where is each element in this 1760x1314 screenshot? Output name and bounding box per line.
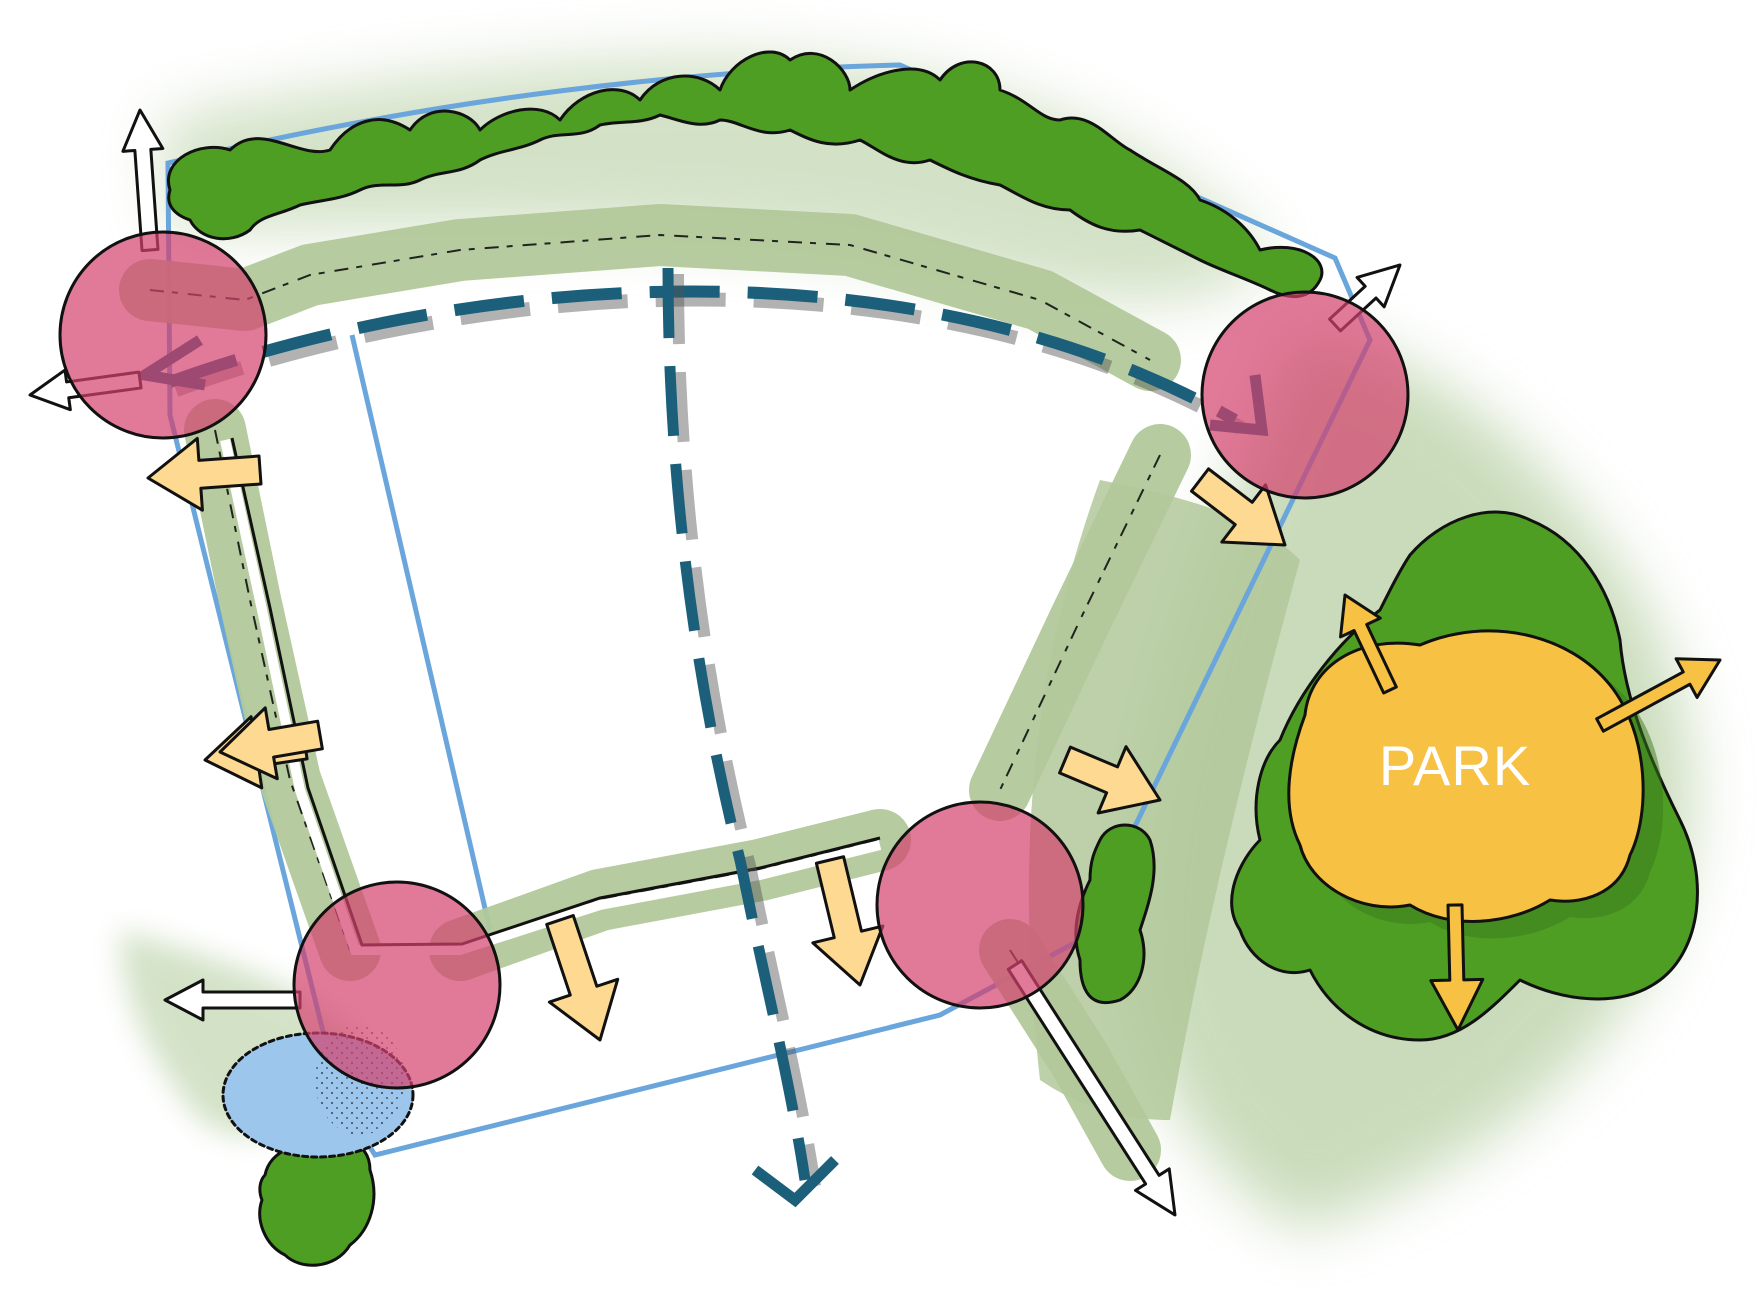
node-northeast bbox=[1200, 290, 1410, 500]
tree-icon-southwest bbox=[258, 1140, 376, 1267]
park-area bbox=[1287, 629, 1645, 923]
tree-icon-southeast bbox=[1074, 823, 1156, 1005]
frontage-arrow bbox=[218, 706, 324, 781]
path-arrowhead-south bbox=[751, 1156, 839, 1208]
frontage-arrows bbox=[146, 436, 1287, 1042]
central-path-shadow bbox=[672, 273, 821, 1187]
outward-arrow-southeast bbox=[1006, 959, 1177, 1217]
frontage-arrow bbox=[545, 914, 620, 1042]
frontage-arrow bbox=[1189, 467, 1287, 547]
pedestrian-path-icon bbox=[129, 267, 1269, 1208]
node-southeast bbox=[875, 800, 1085, 1010]
boundary-inner-line bbox=[349, 334, 493, 931]
north-path bbox=[167, 285, 1238, 426]
outward-arrow-southwest bbox=[163, 978, 302, 1022]
park-label: PARK bbox=[1379, 734, 1531, 797]
park-arrow-south bbox=[1429, 903, 1485, 1032]
central-path bbox=[662, 267, 811, 1181]
tree-canopy-icon bbox=[166, 50, 1324, 299]
frontage-arrow bbox=[1058, 745, 1162, 815]
park-arrows bbox=[1339, 593, 1722, 1032]
frontage-arrow bbox=[146, 436, 263, 512]
frontage-arrow bbox=[811, 855, 885, 987]
node-northwest bbox=[58, 230, 268, 440]
activity-nodes bbox=[58, 230, 1410, 1090]
park-arrow-northwest bbox=[1339, 593, 1398, 695]
park-icon: PARK bbox=[1287, 593, 1722, 1032]
park-arrow-east bbox=[1595, 657, 1722, 733]
node-southwest bbox=[292, 880, 502, 1090]
frontage-edge bbox=[999, 454, 1161, 791]
frontage-edge bbox=[214, 429, 351, 951]
